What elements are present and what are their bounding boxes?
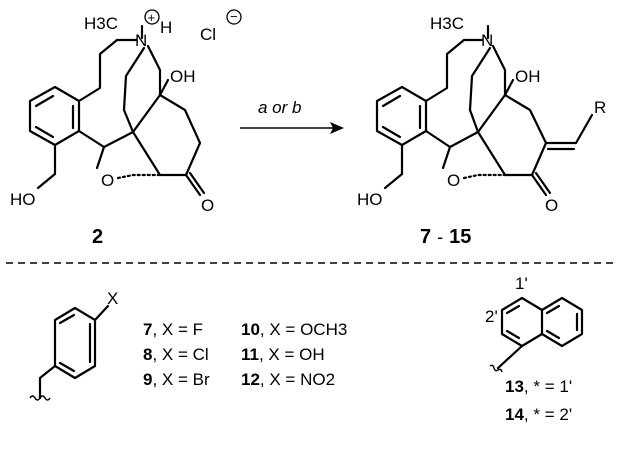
nitrogen-label: N — [135, 31, 147, 50]
chloride-label: Cl — [200, 25, 216, 44]
phenol-label: HO — [357, 190, 383, 209]
compound-7-15-structure: H3C N OH HO O O R 7-15 — [357, 14, 606, 248]
compound-entry: 7, X = F — [143, 320, 203, 339]
compound-entry: 10, X = OCH3 — [241, 320, 347, 339]
methyl-label: H3C — [84, 14, 118, 33]
ether-oxygen-label: O — [447, 171, 460, 190]
compound-entry: 12, X = NO2 — [241, 370, 335, 389]
naphthyl-substituent: 1' 2' — [485, 274, 584, 373]
minus-charge-label: − — [230, 9, 238, 24]
ether-oxygen-label: O — [101, 171, 114, 190]
reaction-arrow: a or b — [240, 98, 344, 134]
x-substituent-label: X — [107, 289, 118, 308]
ketone-oxygen-label: O — [545, 196, 558, 215]
phenyl-compound-list: 7, X = F 10, X = OCH3 8, X = Cl 11, X = … — [143, 320, 347, 389]
r-group-label: R — [594, 98, 606, 117]
minus-charge-icon — [226, 9, 242, 25]
compound-number-end: 15 — [449, 226, 471, 248]
phenyl-substituent: X — [29, 289, 118, 401]
compound-2-structure: H3C N H + Cl − OH HO O O 2 — [10, 9, 242, 248]
hydroxyl-label: OH — [170, 67, 196, 86]
attachment-wavy-bond — [29, 395, 51, 401]
compound-entry: 9, X = Br — [143, 370, 210, 389]
attachment-wavy-bond — [489, 364, 503, 373]
hydrogen-label: H — [160, 18, 172, 37]
compound-entry: 14, * = 2' — [505, 405, 572, 424]
nitrogen-label: N — [481, 31, 493, 50]
position-1-label: 1' — [515, 274, 528, 293]
methyl-label: H3C — [430, 14, 464, 33]
ketone-oxygen-label: O — [201, 196, 214, 215]
reaction-conditions: a or b — [258, 98, 301, 117]
compound-entry: 13, * = 1' — [505, 377, 572, 396]
compound-7-15-number: 7-15 — [420, 226, 471, 248]
naphthyl-compound-list: 13, * = 1' 14, * = 2' — [505, 377, 572, 424]
plus-charge-icon — [144, 9, 160, 25]
compound-number-separator: - — [437, 227, 443, 247]
compound-entry: 8, X = Cl — [143, 345, 209, 364]
hydroxyl-label: OH — [515, 67, 541, 86]
compound-entry: 11, X = OH — [241, 345, 325, 364]
plus-charge-label: + — [148, 10, 156, 25]
phenol-label: HO — [10, 190, 36, 209]
position-2-label: 2' — [485, 307, 498, 326]
compound-number-start: 7 — [420, 226, 431, 248]
compound-2-number: 2 — [92, 226, 103, 248]
